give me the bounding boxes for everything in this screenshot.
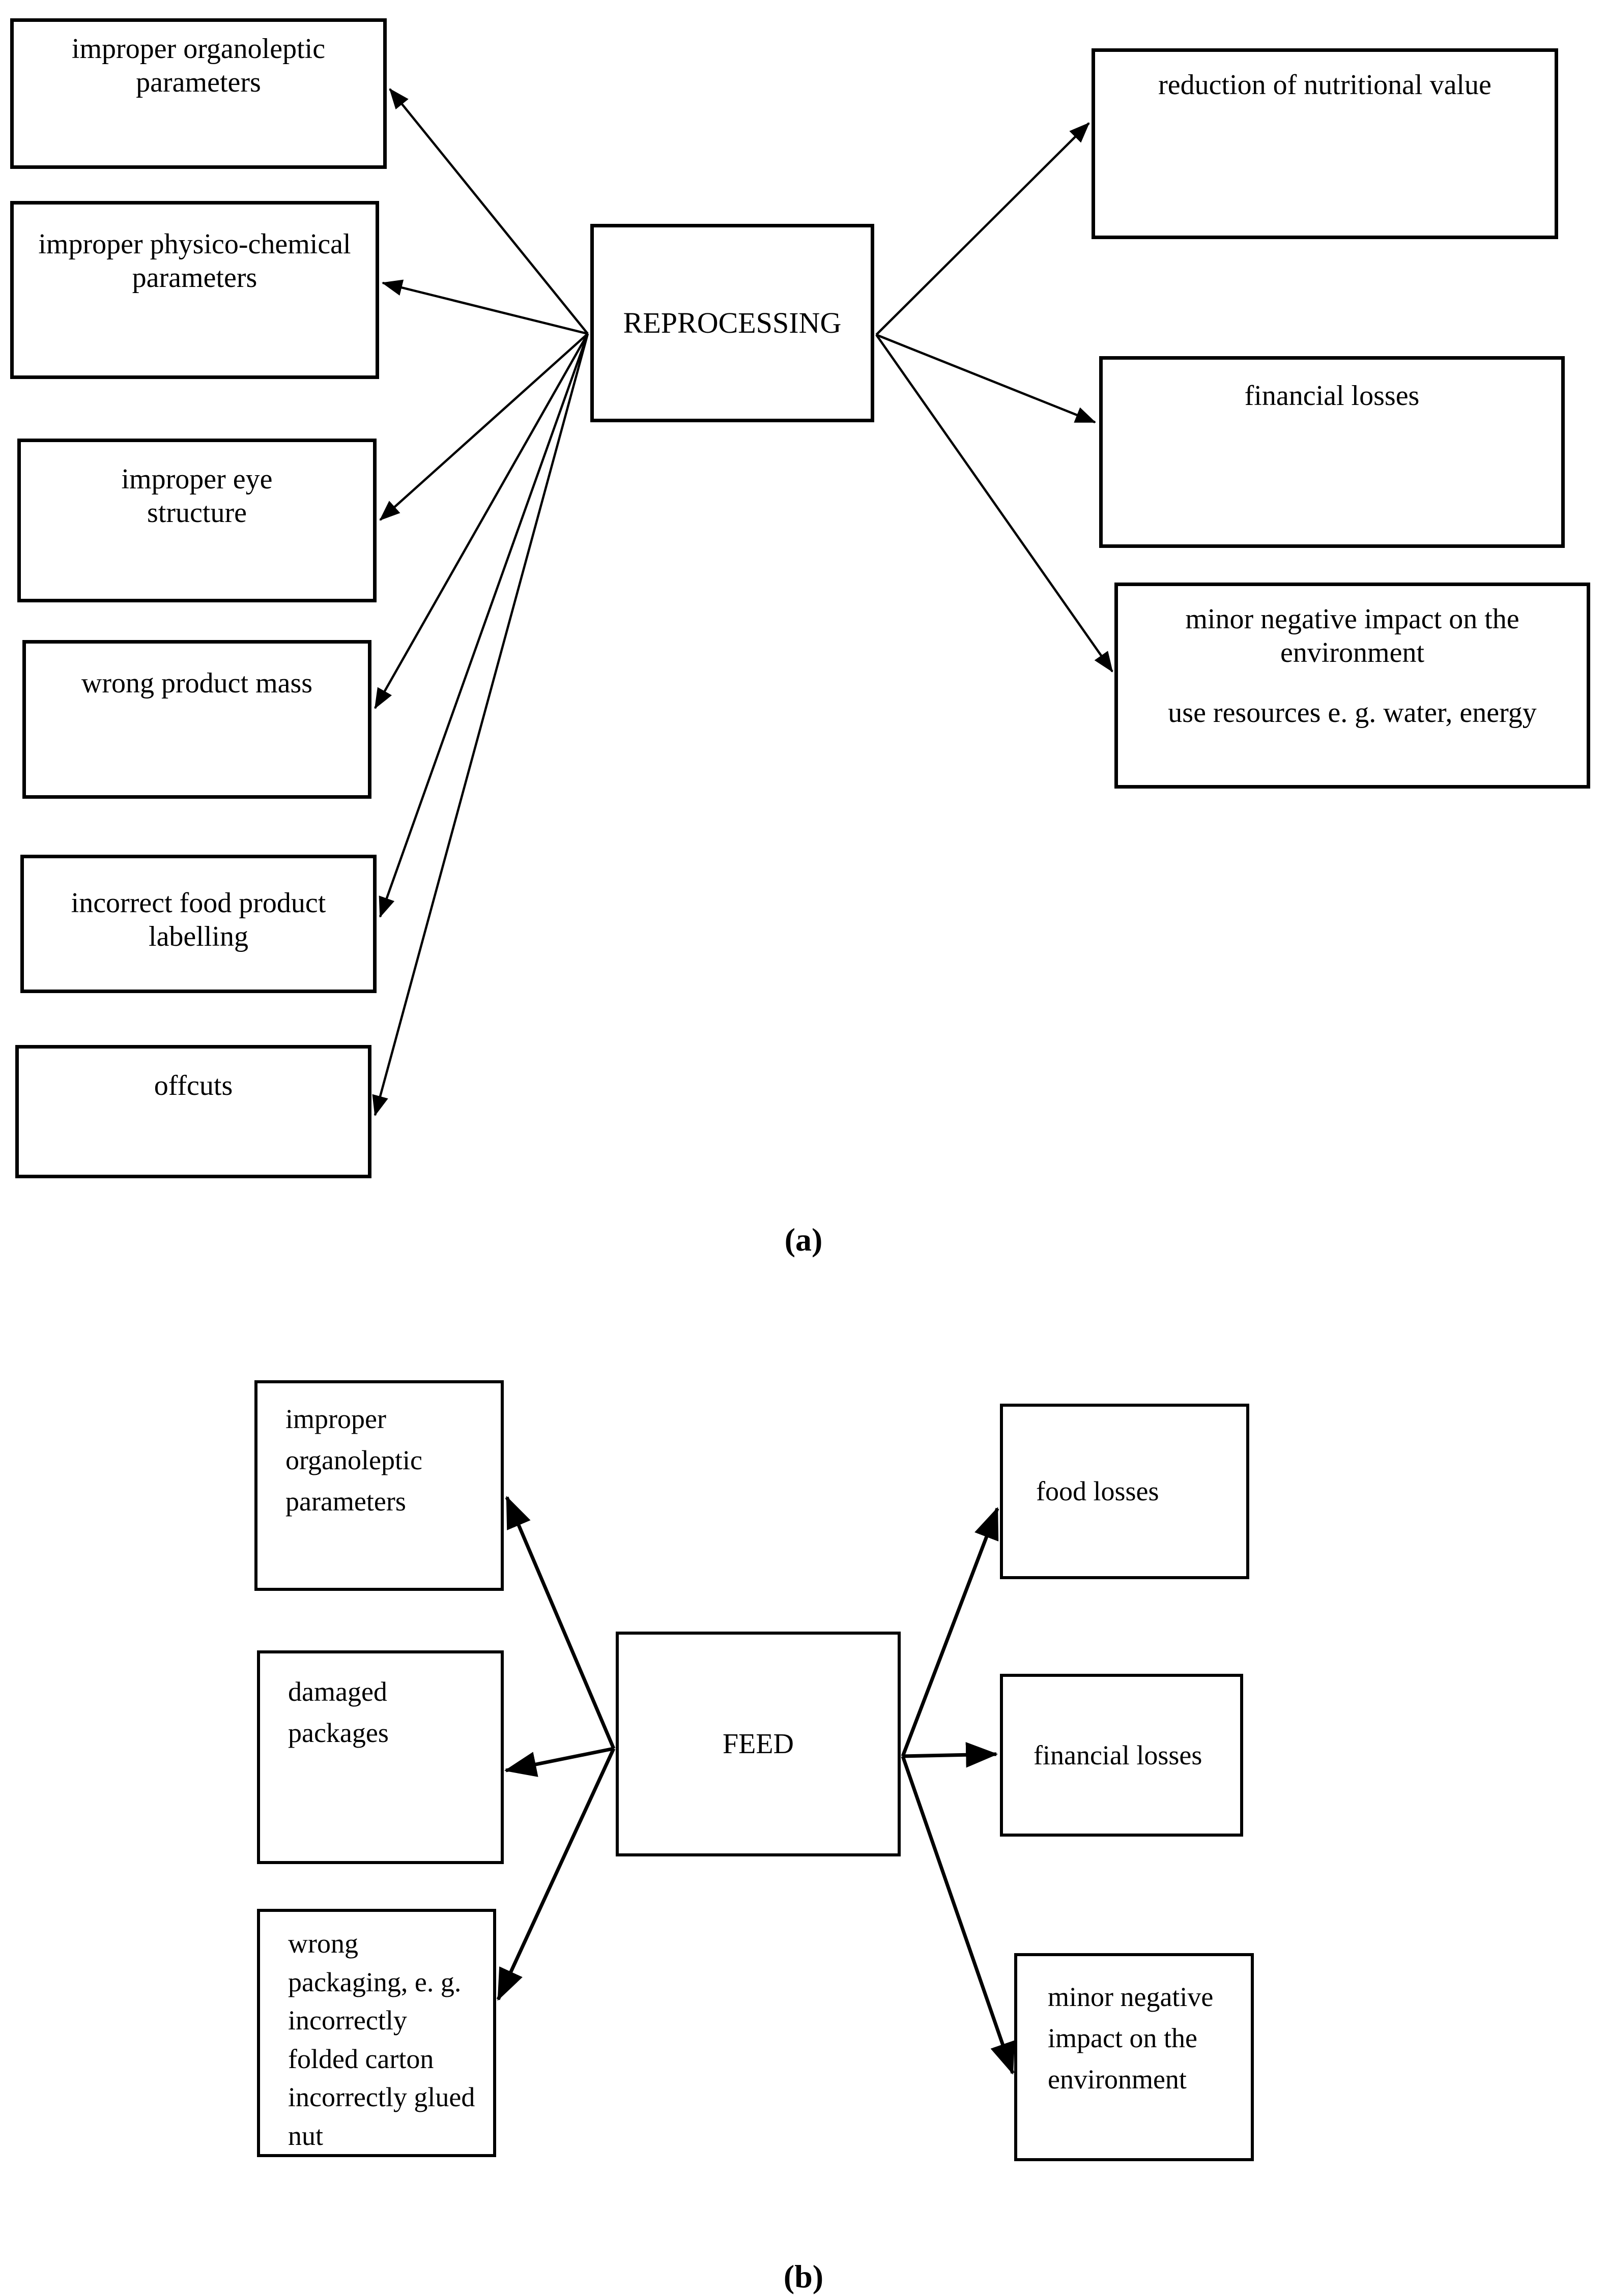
box-text: financial losses bbox=[1034, 1739, 1202, 1770]
arrow-a-cause-5 bbox=[379, 333, 589, 918]
panel-b-label: (b) bbox=[783, 2258, 824, 2294]
box-a-cause-incorrect-food-product-labelling: incorrect food product labelling bbox=[20, 855, 377, 993]
arrow-b-cause-3 bbox=[496, 1748, 616, 2001]
arrow-b-effect-3 bbox=[901, 1755, 1015, 2075]
box-b-effect-financial-losses: financial losses bbox=[1000, 1674, 1243, 1837]
arrow-b-cause-1 bbox=[505, 1496, 616, 1750]
box-b-cause-wrong-packaging: wrong packaging, e. g. incorrectly folde… bbox=[257, 1909, 496, 2157]
box-a-effect-reduction-of-nutritional-value: reduction of nutritional value bbox=[1092, 48, 1558, 239]
arrow-a-cause-3 bbox=[379, 333, 589, 521]
box-text: reduction of nutritional value bbox=[1158, 69, 1491, 101]
box-text: improper eye structure bbox=[121, 463, 273, 529]
box-text: improper organoleptic parameters bbox=[285, 1404, 422, 1517]
box-feed: FEED bbox=[616, 1632, 901, 1856]
box-b-effect-food-losses: food losses bbox=[1000, 1404, 1249, 1579]
box-text: incorrect food product labelling bbox=[71, 887, 326, 953]
arrow-a-effect-3 bbox=[875, 334, 1113, 673]
box-text: food losses bbox=[1036, 1476, 1159, 1506]
arrow-b-effect-1 bbox=[901, 1507, 999, 1757]
arrow-a-cause-1 bbox=[389, 88, 589, 335]
box-reprocessing: REPROCESSING bbox=[590, 224, 874, 422]
box-text: FEED bbox=[723, 1728, 794, 1760]
box-a-effect-minor-negative-impact: minor negative impact on the environment… bbox=[1114, 583, 1590, 789]
box-a-cause-improper-eye-structure: improper eye structure bbox=[17, 439, 377, 602]
box-a-cause-wrong-product-mass: wrong product mass bbox=[22, 640, 371, 799]
box-a-effect-financial-losses: financial losses bbox=[1099, 356, 1565, 548]
box-text: wrong packaging, e. g. incorrectly folde… bbox=[288, 1928, 475, 2151]
box-b-effect-minor-negative-impact: minor negative impact on the environment bbox=[1014, 1953, 1254, 2161]
box-text: improper physico-chemical parameters bbox=[38, 228, 351, 294]
box-text: REPROCESSING bbox=[623, 306, 842, 339]
arrow-b-cause-2 bbox=[504, 1747, 614, 1777]
box-b-cause-improper-organoleptic-parameters: improper organoleptic parameters bbox=[254, 1380, 504, 1591]
box-text: offcuts bbox=[154, 1070, 233, 1101]
box-a-cause-offcuts: offcuts bbox=[15, 1045, 371, 1178]
arrow-a-cause-4 bbox=[374, 333, 589, 709]
box-text: wrong product mass bbox=[81, 667, 313, 699]
box-text: financial losses bbox=[1244, 380, 1420, 412]
panel-a-label: (a) bbox=[784, 1222, 823, 1258]
box-text: damaged packages bbox=[288, 1676, 389, 1748]
arrow-a-cause-2 bbox=[382, 279, 588, 335]
arrow-a-effect-2 bbox=[876, 333, 1096, 424]
box-a-cause-improper-organoleptic-parameters: improper organoleptic parameters bbox=[10, 18, 387, 169]
box-b-cause-damaged-packages: damaged packages bbox=[257, 1650, 504, 1864]
box-a-cause-improper-physico-chemical-parameters: improper physico-chemical parameters bbox=[10, 201, 379, 379]
box-text: improper organoleptic parameters bbox=[71, 33, 326, 99]
arrow-a-cause-6 bbox=[372, 333, 589, 1116]
arrow-a-effect-1 bbox=[875, 122, 1090, 336]
box-text: minor negative impact on the environment bbox=[1048, 1982, 1214, 2095]
box-text: minor negative impact on the environment bbox=[1185, 603, 1519, 669]
box-text-secondary: use resources e. g. water, energy bbox=[1168, 697, 1537, 729]
arrow-b-effect-2 bbox=[902, 1742, 998, 1768]
